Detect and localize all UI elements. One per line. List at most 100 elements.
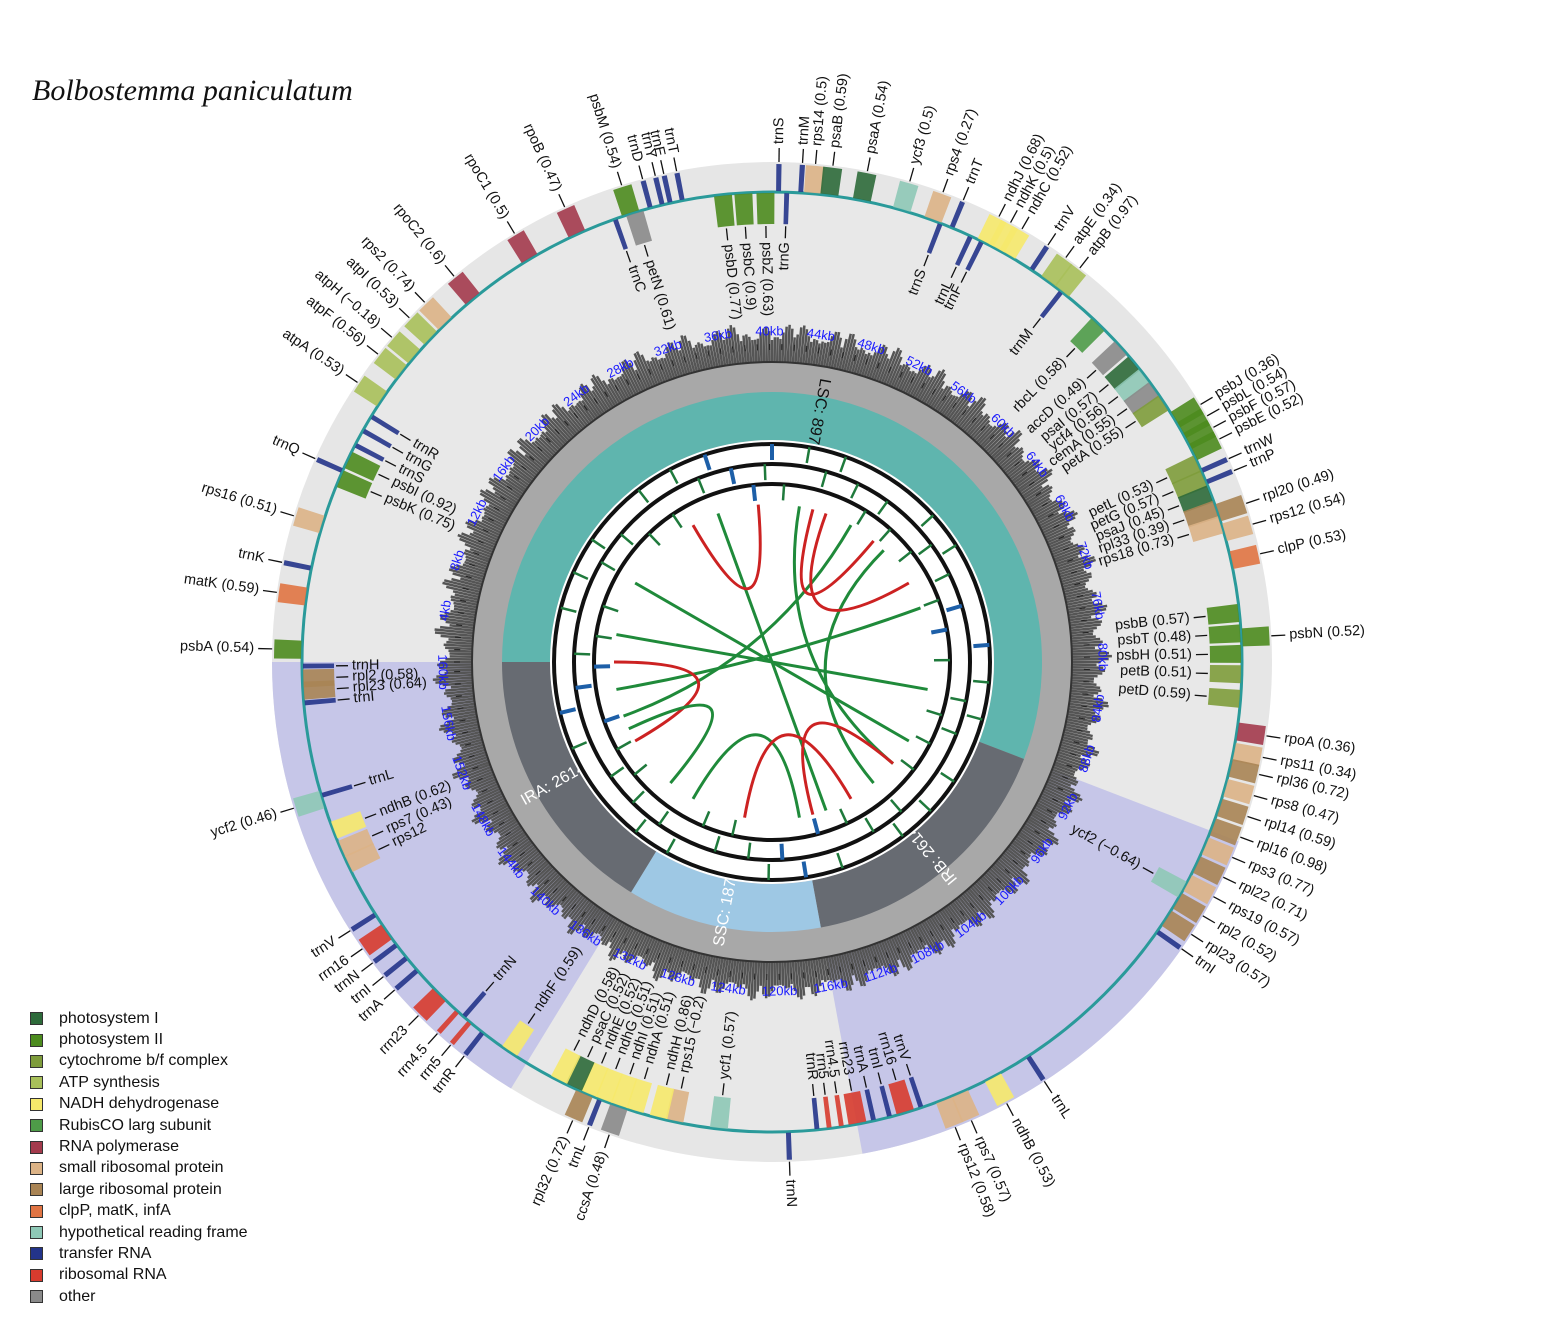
gene-leader xyxy=(625,250,632,263)
repeat-link xyxy=(623,524,853,718)
repeat-link xyxy=(809,513,910,612)
gene-leader xyxy=(1006,1103,1014,1117)
gene-leader xyxy=(506,221,516,234)
gene-leader xyxy=(384,460,397,467)
gene-leader xyxy=(455,1055,465,1068)
gene-leader xyxy=(350,948,363,958)
repeat-mark xyxy=(820,471,828,488)
gene-block xyxy=(283,560,311,571)
gene-leader xyxy=(262,589,277,594)
gene-block xyxy=(820,166,843,196)
kb-tick-label: 160kb xyxy=(435,654,451,690)
gene-block xyxy=(852,171,877,202)
gene-block xyxy=(653,177,665,205)
gene-leader xyxy=(1223,876,1237,884)
repeat-mark xyxy=(728,467,737,485)
gene-label: psaA (0.54) xyxy=(863,79,893,155)
gene-block xyxy=(1183,875,1217,905)
gene-block xyxy=(864,1089,876,1121)
legend-item: ATP synthesis xyxy=(30,1072,248,1093)
gene-block xyxy=(1114,369,1150,403)
repeat-mark xyxy=(600,561,616,572)
gene-block xyxy=(336,470,373,499)
legend-swatch xyxy=(30,1268,43,1282)
gene-block xyxy=(419,297,452,330)
gene-label: trnI xyxy=(353,689,375,707)
gene-leader xyxy=(1065,245,1075,258)
kb-tick-label: 40kb xyxy=(755,323,783,338)
gene-leader xyxy=(909,167,915,182)
repeat-mark xyxy=(892,822,904,838)
gene-leader xyxy=(1177,533,1190,539)
gene-block xyxy=(834,1094,844,1127)
gene-leader xyxy=(923,254,929,267)
gene-label: rpoC1 (0.5) xyxy=(461,151,512,222)
legend-item: hypothetical reading frame xyxy=(30,1222,248,1243)
gene-block xyxy=(303,668,335,688)
gene-leader xyxy=(962,186,970,201)
gc-inner-edge xyxy=(471,361,1073,963)
repeat-mark xyxy=(941,544,957,555)
repeat-mark xyxy=(574,652,591,656)
gene-leader xyxy=(1079,256,1089,269)
gene-leader xyxy=(638,165,644,180)
legend-label: hypothetical reading frame xyxy=(59,1223,248,1241)
kb-tick-label: 156kb xyxy=(438,704,459,742)
gene-block xyxy=(709,1096,731,1129)
gene-block xyxy=(362,428,392,449)
repeat-mark xyxy=(850,483,860,499)
repeat-link xyxy=(628,703,714,784)
repeat-ring xyxy=(572,462,972,862)
gene-leader xyxy=(1098,384,1109,393)
gene-leader xyxy=(558,194,566,208)
gene-leader xyxy=(814,149,818,164)
repeat-mark xyxy=(941,726,957,736)
gene-block xyxy=(595,1067,623,1103)
repeat-mark xyxy=(595,634,612,640)
repeat-link xyxy=(613,660,700,743)
gene-block xyxy=(626,1078,653,1114)
gene-label: trnA xyxy=(850,1044,871,1074)
legend-item: photosystem II xyxy=(30,1029,248,1050)
legend-label: transfer RNA xyxy=(59,1244,152,1262)
gene-label: psbM (0.54) xyxy=(586,92,625,171)
gene-label: psbT (0.48) xyxy=(1117,628,1192,648)
repeat-mark xyxy=(616,740,632,751)
gene-block xyxy=(1189,431,1222,460)
gene-leader xyxy=(583,1126,590,1141)
gene-label: rps16 (0.51) xyxy=(200,480,279,518)
kb-tick-label: 76kb xyxy=(1088,590,1108,620)
gene-leader xyxy=(643,1067,649,1080)
gene-leader xyxy=(680,1076,685,1089)
gene-leader xyxy=(891,1068,897,1081)
gene-block xyxy=(1041,253,1073,287)
gene-block xyxy=(447,271,480,305)
repeat-mark xyxy=(603,714,620,724)
gene-block xyxy=(1206,604,1240,625)
repeat-links xyxy=(613,504,928,818)
repeat-rings xyxy=(552,442,992,882)
gene-leader xyxy=(615,1057,621,1070)
gene-leader xyxy=(604,1134,610,1149)
gene-block xyxy=(1241,626,1270,647)
gene-leader xyxy=(721,1083,725,1096)
gene-block xyxy=(587,1099,602,1127)
gene-block xyxy=(936,1096,964,1129)
legend-label: NADH dehydrogenase xyxy=(59,1095,220,1113)
gene-label: trnH xyxy=(352,657,380,673)
legend-item: RNA polymerase xyxy=(30,1136,248,1157)
gene-block xyxy=(1229,544,1261,569)
gene-leader xyxy=(1206,408,1220,417)
gene-label: trnD xyxy=(623,133,646,164)
gene-leader xyxy=(1190,933,1204,943)
gene-label: rps14 (0.5) xyxy=(809,75,831,146)
gene-label: trnN xyxy=(782,1179,799,1207)
gene-block xyxy=(674,172,685,201)
gene-leader xyxy=(660,160,665,174)
repeat-mark xyxy=(945,603,963,613)
gene-leader xyxy=(1032,318,1041,329)
gene-block xyxy=(1223,779,1255,805)
repeat-link xyxy=(792,506,894,765)
gene-label: psbC (0.9) xyxy=(739,242,759,311)
repeat-link xyxy=(743,733,853,818)
